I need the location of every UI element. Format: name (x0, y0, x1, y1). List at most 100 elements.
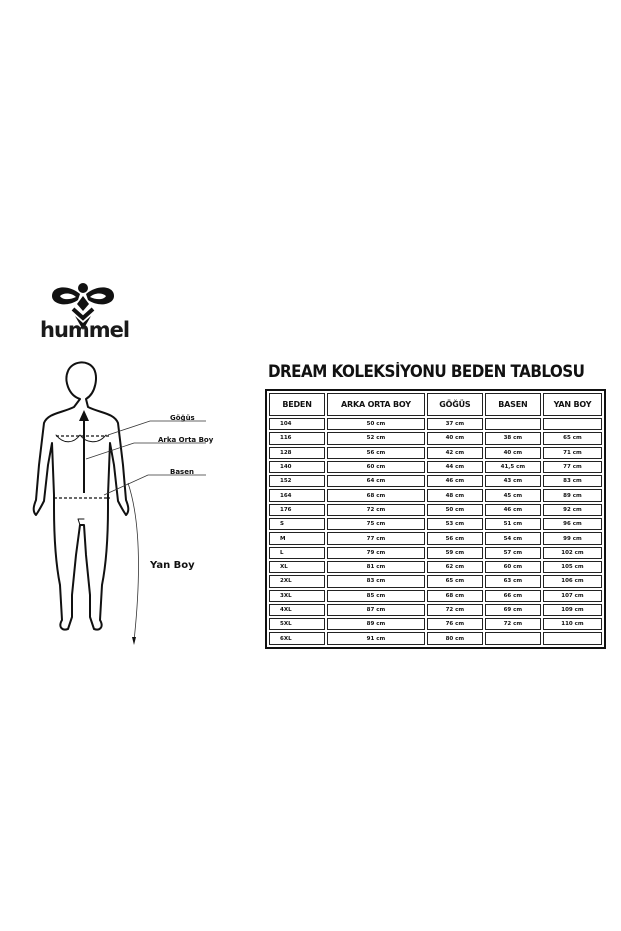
table-cell: 53 cm (426, 518, 483, 531)
table-cell: 87 cm (327, 603, 425, 617)
table-cell: 107 cm (542, 589, 602, 602)
table-cell: 72 cm (426, 603, 483, 617)
table-cell: 79 cm (327, 546, 425, 559)
table-cell: 75 cm (327, 518, 425, 531)
table-cell: 66 cm (484, 589, 541, 602)
table-cell: 140 (269, 460, 326, 474)
table-cell: 69 cm (484, 603, 541, 617)
table-cell: 56 cm (327, 446, 425, 459)
size-chart-title: DREAM KOLEKSİYONU BEDEN TABLOSU (268, 362, 585, 381)
table-cell: 62 cm (426, 560, 483, 574)
table-cell: 63 cm (484, 575, 541, 588)
column-header: BASEN (484, 393, 541, 416)
table-cell: 77 cm (542, 460, 602, 474)
table-cell: 106 cm (542, 575, 602, 588)
table-cell: 76 cm (426, 618, 483, 631)
table-cell: 46 cm (484, 503, 541, 517)
table-cell: 96 cm (542, 518, 602, 531)
table-cell: 60 cm (327, 460, 425, 474)
label-chest: Göğüs (170, 414, 195, 422)
table-cell: 65 cm (542, 432, 602, 445)
table-cell: 116 (269, 432, 326, 445)
body-outline-illustration (32, 361, 206, 645)
table-cell (542, 418, 602, 431)
table-cell: 50 cm (426, 503, 483, 517)
table-cell: 176 (269, 503, 326, 517)
table-cell (484, 418, 541, 431)
table-cell: 54 cm (484, 532, 541, 545)
table-cell: 52 cm (327, 432, 425, 445)
table-cell: 60 cm (484, 560, 541, 574)
table-cell: 68 cm (426, 589, 483, 602)
table-cell: 105 cm (542, 560, 602, 574)
brand-wordmark: hummel (40, 318, 130, 342)
table-cell: 89 cm (327, 618, 425, 631)
table-cell: 152 (269, 475, 326, 488)
column-header: YAN BOY (542, 393, 602, 416)
table-cell: 109 cm (542, 603, 602, 617)
table-cell: 72 cm (484, 618, 541, 631)
table-cell: 48 cm (426, 489, 483, 502)
table-cell: 43 cm (484, 475, 541, 488)
table-cell: 128 (269, 446, 326, 459)
table-cell: 83 cm (542, 475, 602, 488)
table-cell: S (269, 518, 326, 531)
table-cell: 42 cm (426, 446, 483, 459)
table-cell: 81 cm (327, 560, 425, 574)
table-cell: 44 cm (426, 460, 483, 474)
table-cell: 83 cm (327, 575, 425, 588)
table-cell: 37 cm (426, 418, 483, 431)
table-cell (542, 632, 602, 645)
table-cell: 6XL (269, 632, 326, 645)
table-cell: 38 cm (484, 432, 541, 445)
table-cell: 68 cm (327, 489, 425, 502)
table-cell: 64 cm (327, 475, 425, 488)
label-back-length: Arka Orta Boy (158, 436, 214, 444)
column-header: ARKA ORTA BOY (327, 393, 425, 416)
table-cell: 110 cm (542, 618, 602, 631)
table-cell: 5XL (269, 618, 326, 631)
table-cell: 80 cm (426, 632, 483, 645)
table-cell: 65 cm (426, 575, 483, 588)
table-cell: 72 cm (327, 503, 425, 517)
table-cell: 4XL (269, 603, 326, 617)
table-cell: 41,5 cm (484, 460, 541, 474)
table-cell: 3XL (269, 589, 326, 602)
table-cell: 71 cm (542, 446, 602, 459)
table-cell: XL (269, 560, 326, 574)
table-cell: 85 cm (327, 589, 425, 602)
table-cell: 56 cm (426, 532, 483, 545)
table-cell: 51 cm (484, 518, 541, 531)
table-cell: 89 cm (542, 489, 602, 502)
table-cell: 59 cm (426, 546, 483, 559)
hummel-bee-logo (52, 283, 114, 330)
table-cell: 50 cm (327, 418, 425, 431)
table-cell (484, 632, 541, 645)
table-cell: 40 cm (426, 432, 483, 445)
label-side-length: Yan Boy (150, 560, 195, 571)
table-cell: 91 cm (327, 632, 425, 645)
table-cell: 57 cm (484, 546, 541, 559)
table-cell: L (269, 546, 326, 559)
table-cell: 99 cm (542, 532, 602, 545)
table-cell: 46 cm (426, 475, 483, 488)
table-cell: 164 (269, 489, 326, 502)
table-cell: 104 (269, 418, 326, 431)
table-cell: 2XL (269, 575, 326, 588)
table-cell: 102 cm (542, 546, 602, 559)
